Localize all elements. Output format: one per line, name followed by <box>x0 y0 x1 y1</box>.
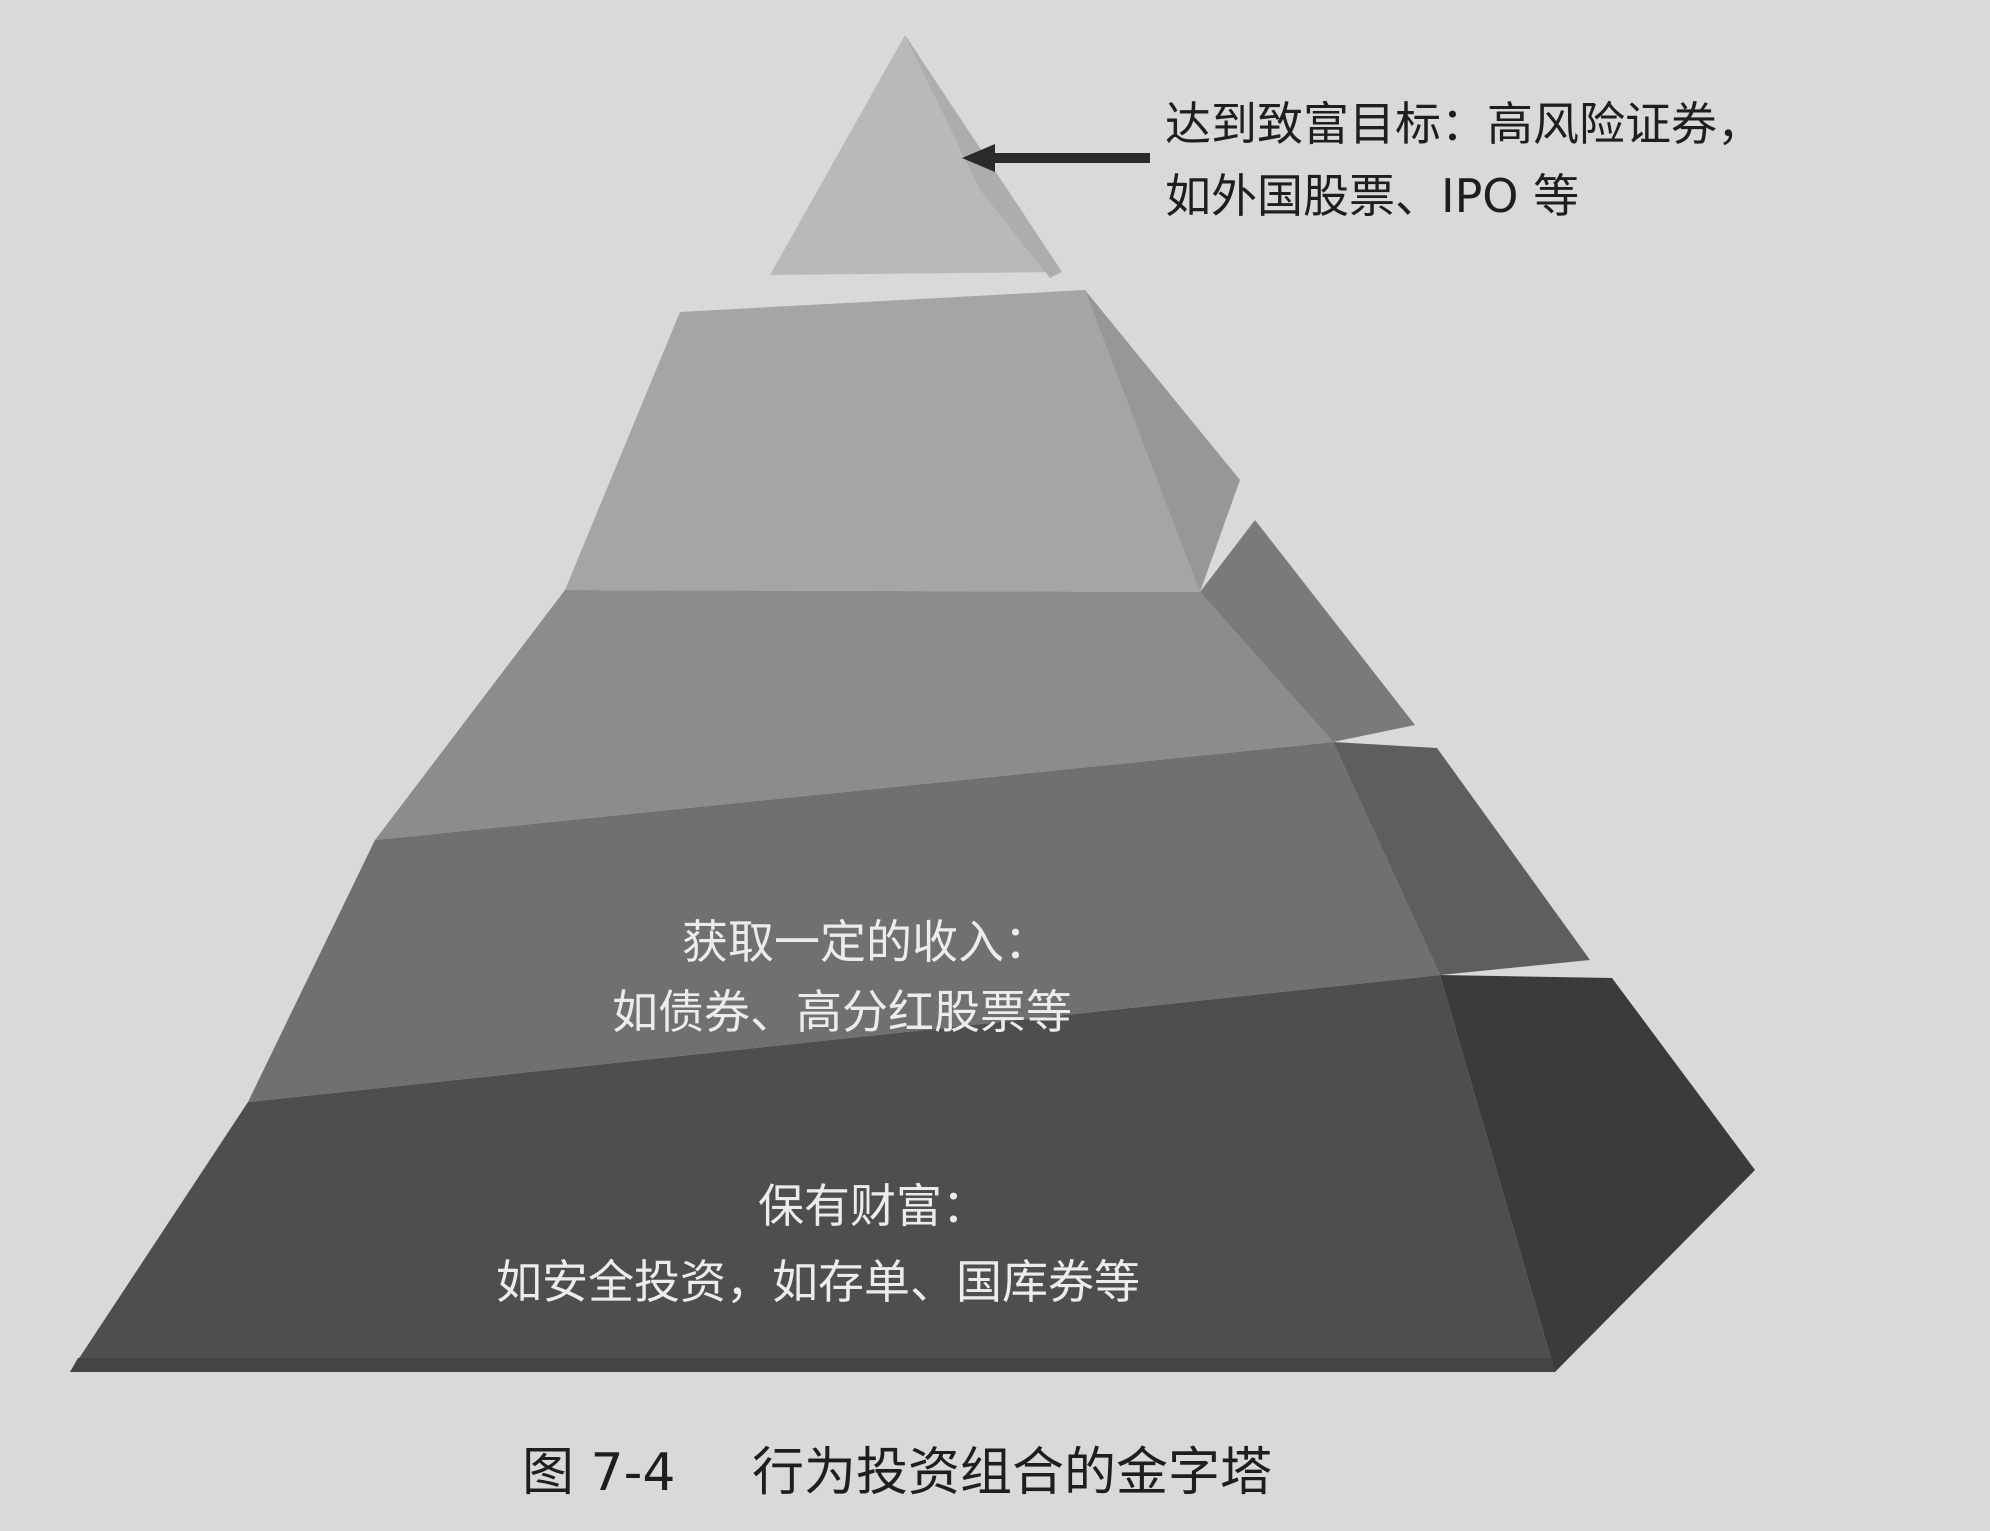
pyramid-tier-4 <box>248 742 1590 1102</box>
arrow-head <box>962 144 995 172</box>
tier-2-front <box>565 290 1200 592</box>
tier-4-side <box>1333 742 1590 975</box>
tier-2-side <box>1085 290 1240 592</box>
pyramid-tier-3 <box>375 520 1415 840</box>
wealth-tier-line1: 保有财富： <box>758 1179 988 1233</box>
tier-bottom-side <box>1440 975 1755 1372</box>
tier-4-front <box>248 742 1440 1102</box>
tier-top-front <box>770 35 1062 275</box>
tier-bottom-shade <box>70 1358 1555 1372</box>
figure-title: 行为投资组合的金字塔 <box>752 1443 1272 1503</box>
income-tier-line2: 如债券、高分红股票等 <box>612 985 1072 1039</box>
top-annotation-line2: 如外国股票、IPO 等 <box>1165 169 1579 223</box>
pyramid-tier-bottom <box>70 975 1755 1372</box>
top-annotation-line1: 达到致富目标：高风险证券， <box>1165 97 1763 151</box>
figure-number: 图 7-4 <box>522 1443 675 1503</box>
tier-3-side <box>1200 520 1415 742</box>
wealth-tier-line2: 如安全投资，如存单、国库券等 <box>496 1255 1140 1309</box>
pyramid-tier-2 <box>565 290 1240 592</box>
annotation-arrow <box>962 144 1150 172</box>
income-tier-line1: 获取一定的收入： <box>682 915 1050 969</box>
arrow-shaft <box>990 153 1150 163</box>
tier-bottom-front <box>70 975 1555 1372</box>
tier-3-front <box>375 590 1333 840</box>
